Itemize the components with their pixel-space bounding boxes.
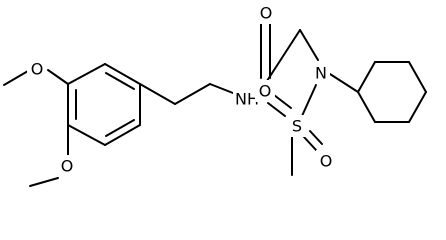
- bond-ring-2: [104, 63, 141, 85]
- atom-label-o-bottom-methoxy: O: [61, 157, 74, 176]
- atom-layer: O O NH O N S O O: [27, 2, 336, 177]
- bond-o-bottom-methyl: [29, 177, 59, 187]
- bond-s-o-left-2: [273, 94, 292, 109]
- bond-methyl-o-top: [3, 70, 29, 86]
- atom-o-top-methoxy: O: [27, 58, 47, 80]
- bond-layer: [3, 21, 427, 187]
- chemical-structure: O O NH O N S O O: [3, 2, 427, 187]
- bond-cyclohexyl-4: [408, 91, 427, 123]
- atom-o-carbonyl: O: [256, 2, 276, 24]
- atom-label-o-carbonyl: O: [260, 4, 273, 23]
- atom-o-sulfonyl-right: O: [316, 150, 336, 172]
- atom-o-sulfonyl-left: O: [255, 80, 275, 102]
- bond-s-o-right-1: [303, 136, 317, 151]
- bond-carbonyl-ch2: [264, 29, 301, 85]
- bond-s-o-left-1: [267, 102, 286, 117]
- bond-ethyl: [174, 83, 211, 105]
- bond-ring-double-1: [105, 72, 135, 90]
- atom-label-o-sulfonyl-right: O: [320, 152, 333, 171]
- atom-label-s-sulfonyl: S: [292, 117, 302, 136]
- atom-o-bottom-methoxy: O: [57, 155, 77, 177]
- atom-label-o-sulfonyl-left: O: [259, 82, 272, 101]
- bond-ring-5: [67, 124, 106, 146]
- atom-n-sulfonamide: N: [312, 62, 330, 84]
- atom-label-o-top-methoxy: O: [31, 60, 44, 79]
- bond-ring-4: [104, 124, 141, 146]
- bond-o-top-ring: [47, 69, 69, 85]
- bond-cyclohexyl-1: [357, 61, 376, 93]
- bond-cyclohexyl-6: [357, 91, 376, 123]
- bond-ring-1: [67, 63, 106, 85]
- bond-ring-double-2: [105, 119, 135, 137]
- atom-n-amide: NH: [233, 88, 261, 110]
- atom-label-n-amide: NH: [235, 90, 259, 109]
- atom-s-sulfonyl: S: [288, 115, 306, 137]
- bond-ring-ethyl: [139, 83, 176, 105]
- bond-n-s: [301, 84, 317, 117]
- atom-label-n-sulfonamide: N: [315, 64, 327, 83]
- bond-s-o-right-2: [309, 130, 323, 145]
- bond-n-cyclohexyl: [329, 73, 359, 93]
- bond-cyclohexyl-3: [408, 61, 427, 93]
- bond-ch2-n: [299, 29, 319, 61]
